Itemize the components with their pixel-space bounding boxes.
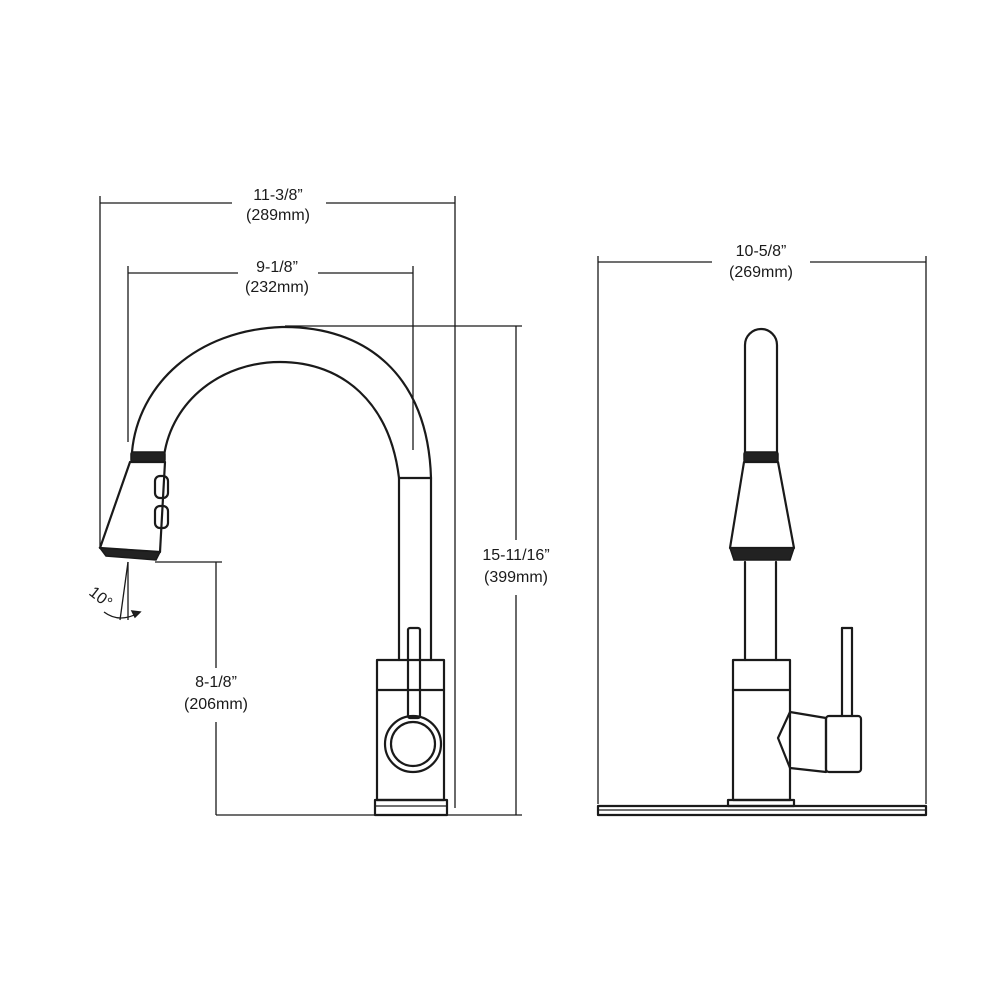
deck-plate-width-metric: (269mm) xyxy=(729,264,793,281)
spout-reach-imperial: 9-1/8” xyxy=(256,259,298,276)
overall-width-dimension: 11-3/8” (289mm) xyxy=(99,187,456,808)
front-riser xyxy=(743,560,778,662)
front-deck-plate xyxy=(596,798,928,817)
side-spout xyxy=(130,325,433,662)
front-view: 10-5/8” (269mm) xyxy=(596,243,928,817)
spout-reach-metric: (232mm) xyxy=(245,279,309,296)
side-spray-head xyxy=(98,451,170,561)
spout-height-imperial: 8-1/8” xyxy=(195,674,237,691)
front-handle xyxy=(776,626,863,774)
side-body xyxy=(373,626,449,817)
front-spout xyxy=(743,327,779,463)
deck-plate-width-imperial: 10-5/8” xyxy=(736,243,787,260)
spout-reach-dimension: 9-1/8” (232mm) xyxy=(127,259,414,450)
overall-width-metric: (289mm) xyxy=(246,207,310,224)
front-spray-head xyxy=(728,460,796,561)
spray-angle-label: 10° xyxy=(86,584,116,612)
spout-height-dimension: 8-1/8” (206mm) xyxy=(155,561,375,816)
side-view: 11-3/8” (289mm) 9-1/8” (232mm) 15-11/16”… xyxy=(86,187,550,817)
overall-height-metric: (399mm) xyxy=(484,569,548,586)
deck-plate-width-dimension: 10-5/8” (269mm) xyxy=(597,243,927,804)
spray-angle-annotation: 10° xyxy=(86,561,142,621)
overall-height-dimension: 15-11/16” (399mm) xyxy=(285,325,550,816)
spout-height-metric: (206mm) xyxy=(184,696,248,713)
overall-width-imperial: 11-3/8” xyxy=(253,187,303,204)
overall-height-imperial: 15-11/16” xyxy=(482,547,549,564)
